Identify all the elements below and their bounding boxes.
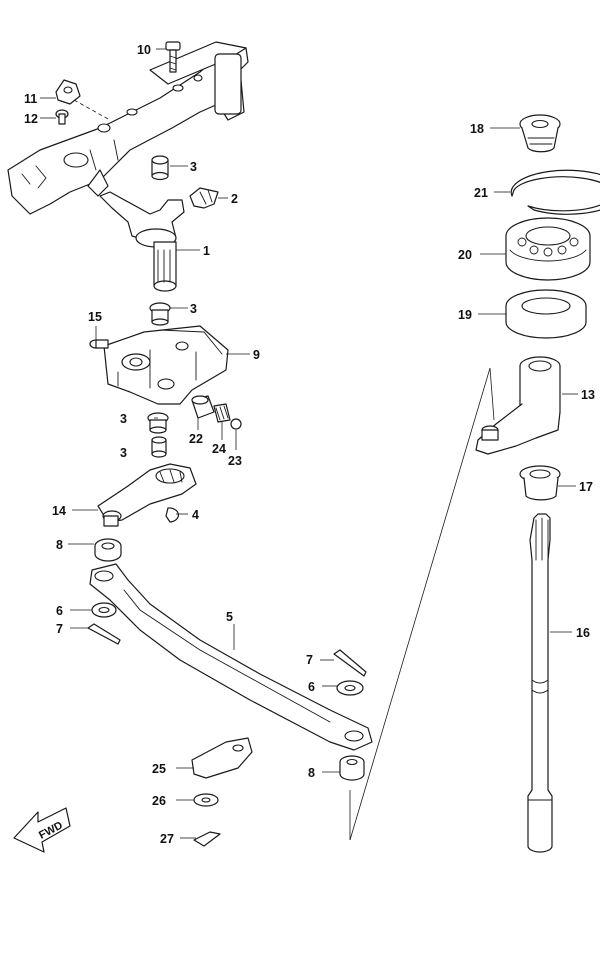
callout-25: 25 xyxy=(152,762,166,776)
callout-17: 17 xyxy=(579,480,593,494)
bushing-part xyxy=(149,302,171,326)
shift-arm-part xyxy=(475,356,561,455)
callout-27: 27 xyxy=(160,832,174,846)
seal-part xyxy=(505,289,587,339)
callout-6: 6 xyxy=(56,604,63,618)
callout-23: 23 xyxy=(228,454,242,468)
lever-part xyxy=(97,463,197,527)
callout-10: 10 xyxy=(137,43,151,57)
callout-9: 9 xyxy=(253,348,260,362)
cotter-pin-part xyxy=(333,649,367,677)
callout-labels: 10 11 12 3 2 1 3 15 9 3 3 22 24 23 14 4 … xyxy=(24,43,595,846)
screw-part xyxy=(55,109,69,125)
bearing-part xyxy=(505,217,591,281)
bushing-part xyxy=(151,155,169,181)
stopper-part xyxy=(191,737,253,779)
callout-8: 8 xyxy=(308,766,315,780)
clip-part xyxy=(189,187,219,209)
callout-15: 15 xyxy=(88,310,102,324)
bushing-part xyxy=(147,412,169,434)
spring-part xyxy=(213,403,231,423)
bolt-part xyxy=(165,41,181,73)
washer-part xyxy=(339,755,365,781)
callout-7: 7 xyxy=(306,653,313,667)
circlip-part xyxy=(510,169,600,215)
callout-6: 6 xyxy=(308,680,315,694)
callout-14: 14 xyxy=(52,504,66,518)
leader-lines xyxy=(40,48,578,839)
callout-2: 2 xyxy=(231,192,238,206)
callout-4: 4 xyxy=(192,508,199,522)
washer-part xyxy=(94,538,122,562)
callout-5: 5 xyxy=(226,610,233,624)
callout-11: 11 xyxy=(24,92,37,106)
callout-13: 13 xyxy=(581,388,595,402)
callout-20: 20 xyxy=(458,248,472,262)
callout-21: 21 xyxy=(474,186,488,200)
callout-22: 22 xyxy=(189,432,203,446)
washer-part xyxy=(91,602,117,618)
e-clip-part xyxy=(165,507,179,523)
bracket-part xyxy=(7,41,249,215)
nut-part xyxy=(519,114,561,153)
callout-1: 1 xyxy=(203,244,210,258)
callout-3: 3 xyxy=(120,412,127,426)
callout-16: 16 xyxy=(576,626,590,640)
callout-24: 24 xyxy=(212,442,226,456)
cam-housing-part xyxy=(103,325,229,405)
callout-7: 7 xyxy=(56,622,63,636)
callout-18: 18 xyxy=(470,122,484,136)
callout-12: 12 xyxy=(24,112,38,126)
nipple-part xyxy=(89,339,109,349)
callout-19: 19 xyxy=(458,308,472,322)
callout-3: 3 xyxy=(120,446,127,460)
bushing-part xyxy=(151,436,167,458)
clip-part xyxy=(55,79,81,105)
shift-rod-part xyxy=(89,563,373,751)
shift-shaft-part xyxy=(527,513,553,853)
washer-part xyxy=(336,680,364,696)
pin-part xyxy=(193,831,221,847)
shift-lever-part xyxy=(99,191,185,292)
callout-8: 8 xyxy=(56,538,63,552)
bushing-part xyxy=(519,465,561,501)
callout-26: 26 xyxy=(152,794,166,808)
fwd-arrow-icon: FWD xyxy=(13,807,71,853)
callout-3: 3 xyxy=(190,302,197,316)
plunger-part xyxy=(191,395,215,419)
ball-part xyxy=(230,418,242,430)
washer-part xyxy=(193,793,219,807)
callout-3: 3 xyxy=(190,160,197,174)
cotter-pin-part xyxy=(87,623,121,645)
